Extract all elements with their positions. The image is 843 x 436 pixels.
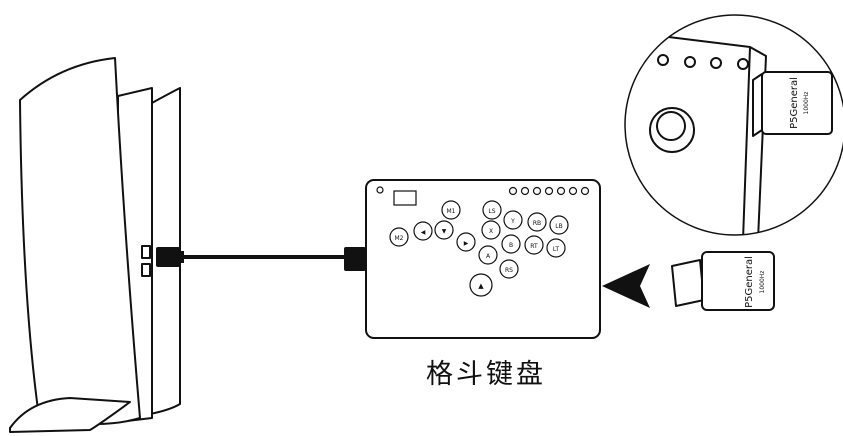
button-left: ◀ [413, 221, 433, 241]
button-label: LS [488, 208, 495, 215]
button-m2: M2 [389, 227, 409, 247]
button-x: X [481, 220, 501, 240]
dongle-rate-label: 1000Hz [759, 271, 766, 294]
button-label: RB [533, 220, 541, 227]
button-label: RT [530, 243, 538, 250]
button-lb: LB [549, 215, 569, 235]
console-icon [9, 57, 181, 433]
button-label: A [486, 253, 491, 260]
magnifier-circle-icon: P5General 1000Hz [624, 14, 843, 236]
button-label: B [509, 242, 513, 249]
keyboard-caption: 格斗键盘 [426, 359, 546, 390]
fight-keyboard: M1 LS Y RB LB M2 ◀ ▼ [365, 179, 601, 339]
button-down: ▼ [434, 220, 454, 240]
button-label: LT [553, 246, 560, 253]
button-up: ▲ [469, 273, 493, 297]
button-y: Y [503, 210, 523, 230]
button-m1: M1 [441, 200, 461, 220]
button-label: RS [505, 267, 513, 274]
button-lt: LT [546, 238, 566, 258]
button-label: X [489, 228, 493, 235]
button-rb: RB [527, 212, 547, 232]
button-label: M1 [447, 208, 456, 215]
button-label: ▼ [442, 228, 447, 235]
button-label: LB [555, 223, 562, 230]
usb-dongle-icon: P5General 1000Hz [671, 251, 775, 311]
button-a: A [478, 245, 498, 265]
mag-dongle-rate-label: 1000Hz [803, 92, 810, 115]
mag-dongle-brand-label: P5General [789, 77, 800, 129]
button-b: B [501, 234, 521, 254]
button-label: ▶ [464, 240, 469, 247]
button-rt: RT [524, 235, 544, 255]
button-label: ▲ [478, 282, 484, 290]
button-rs: RS [499, 259, 519, 279]
button-label: ◀ [421, 229, 426, 236]
arrow-left-icon [602, 264, 650, 308]
usb-cable-icon [156, 247, 366, 271]
button-label: M2 [395, 235, 404, 242]
button-right: ▶ [456, 232, 476, 252]
button-ls: LS [482, 200, 502, 220]
button-label: Y [510, 218, 515, 225]
dongle-brand-label: P5General [744, 256, 755, 308]
